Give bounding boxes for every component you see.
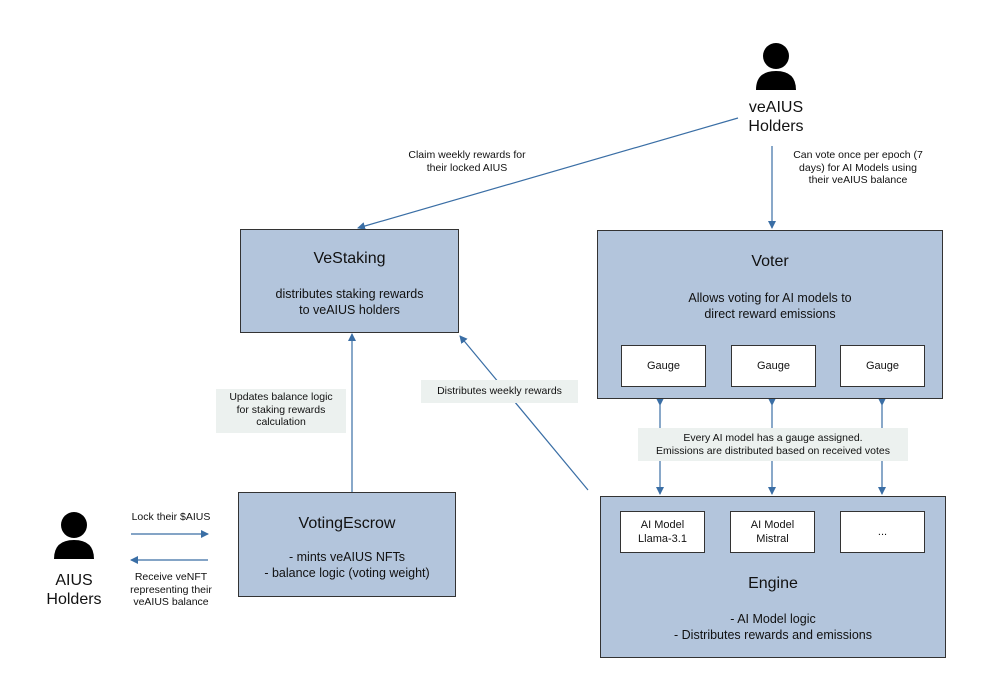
arrow-claim-rewards — [357, 117, 739, 230]
voter-description: Allows voting for AI models to direct re… — [688, 291, 852, 321]
note-receive: Receive veNFT representing their veAIUS … — [130, 571, 212, 608]
ai-model-more: ... — [840, 511, 925, 553]
veaius-holders-label: veAIUS Holders — [748, 99, 804, 135]
engine-description: - AI Model logic - Distributes rewards a… — [674, 612, 872, 642]
note-distributes-rewards: Distributes weekly rewards — [421, 380, 578, 403]
votingescrow-description: - mints veAIUS NFTs - balance logic (vot… — [264, 550, 430, 580]
gauge-box-1: Gauge — [621, 345, 706, 387]
vestaking-description: distributes staking rewards to veAIUS ho… — [275, 287, 424, 317]
note-lock: Lock their $AIUS — [131, 511, 211, 523]
arrow-distributes-rewards — [459, 335, 589, 491]
ai-model-mistral: AI Model Mistral — [730, 511, 815, 553]
note-vote: Can vote once per epoch (7 days) for AI … — [793, 149, 923, 186]
note-claim-rewards: Claim weekly rewards for their locked AI… — [408, 149, 526, 174]
gauge-box-3: Gauge — [840, 345, 925, 387]
vestaking-title: VeStaking — [313, 250, 386, 267]
gauge-box-2: Gauge — [731, 345, 816, 387]
aius-holders-label: AIUS Holders — [46, 572, 102, 608]
voter-box: Voter Allows voting for AI models to dir… — [597, 230, 943, 399]
note-updates-balance: Updates balance logic for staking reward… — [216, 389, 346, 433]
engine-title: Engine — [748, 575, 798, 592]
aius-holder-icon — [54, 512, 94, 559]
note-gauge-assignment: Every AI model has a gauge assigned. Emi… — [638, 428, 908, 461]
votingescrow-box: VotingEscrow - mints veAIUS NFTs - balan… — [238, 492, 456, 597]
veaius-holder-icon — [756, 43, 796, 90]
voter-title: Voter — [751, 253, 789, 270]
ai-model-llama: AI Model Llama-3.1 — [620, 511, 705, 553]
votingescrow-title: VotingEscrow — [298, 515, 396, 532]
engine-box: AI Model Llama-3.1 AI Model Mistral ... … — [600, 496, 946, 658]
vestaking-box: VeStaking distributes staking rewards to… — [240, 229, 459, 333]
